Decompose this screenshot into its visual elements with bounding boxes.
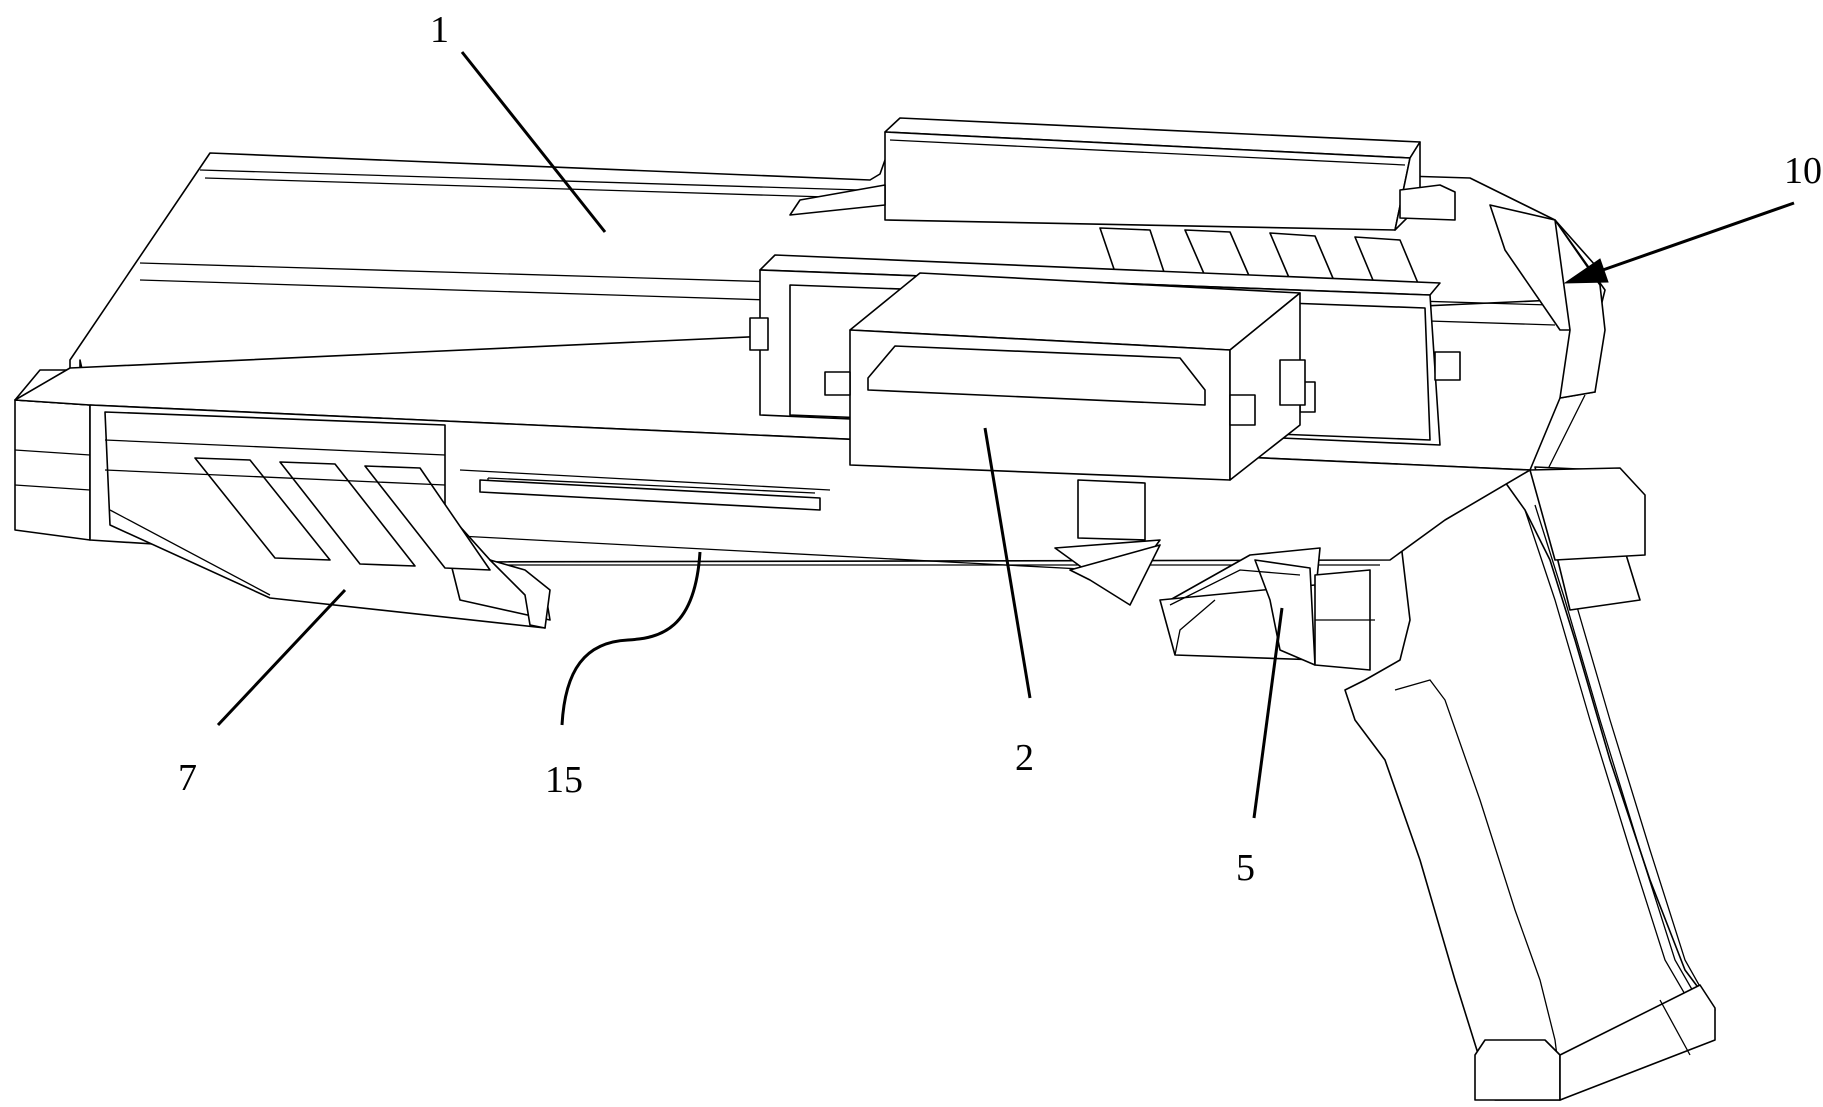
leader-2: [983, 427, 1032, 699]
leader-15: [560, 551, 702, 726]
front-guard: [104, 411, 551, 629]
trigger-assembly: [1054, 539, 1375, 671]
magazine-cartridge: [824, 272, 1306, 481]
leader-10: [1579, 201, 1795, 280]
reference-numerals: 1 2 5 7 10 15: [178, 9, 1822, 889]
leader-1: [460, 51, 607, 233]
ref-numeral-2: 2: [1015, 737, 1034, 779]
top-rail: [789, 117, 1456, 289]
ref-numeral-10: 10: [1784, 150, 1822, 192]
ref-numeral-5: 5: [1236, 847, 1255, 889]
grip: [1344, 474, 1716, 1101]
leader-lines: [216, 51, 1795, 819]
ref-numeral-1: 1: [430, 9, 449, 51]
ref-numeral-15: 15: [545, 759, 583, 801]
arrowhead-10: [1563, 258, 1609, 284]
rear-block: [1529, 466, 1646, 611]
leader-7: [216, 588, 347, 727]
ref-numeral-7: 7: [178, 757, 197, 799]
leader-5: [1252, 607, 1284, 819]
